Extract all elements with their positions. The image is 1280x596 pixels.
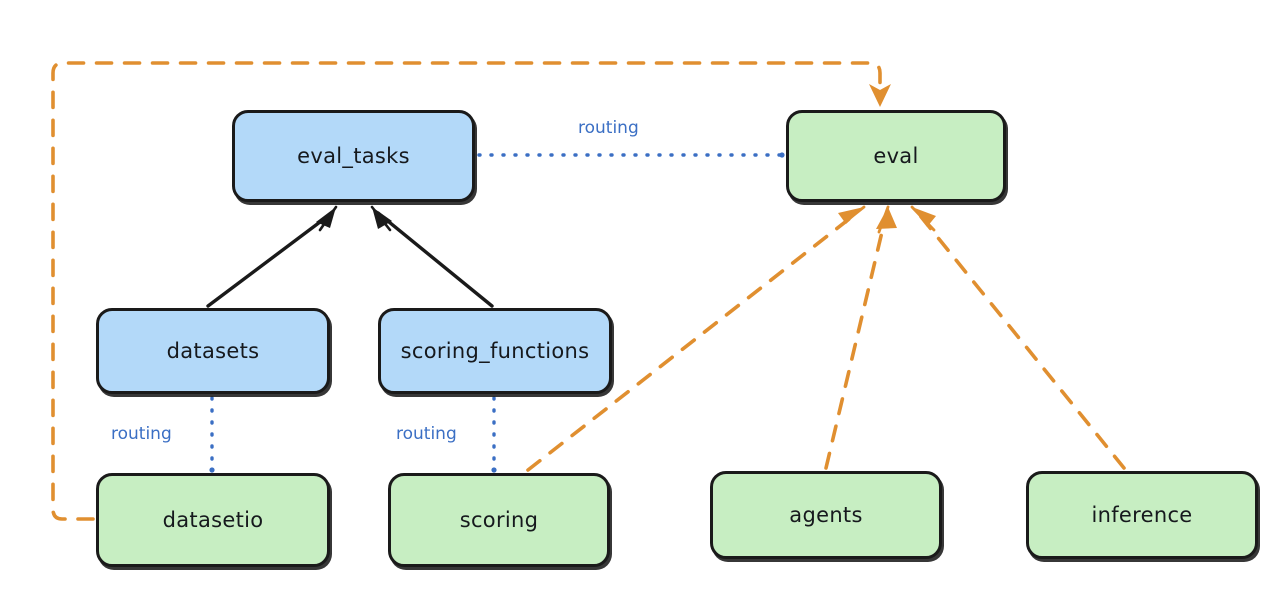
node-label-datasets: datasets [166, 339, 260, 363]
node-label-datasetio: datasetio [162, 508, 264, 532]
edge-label-routing-datasets-to-datasetio: routing [111, 424, 172, 444]
node-label-scoring-functions: scoring_functions [400, 339, 590, 363]
edge-label-routing-eval-tasks-to-eval: routing [578, 118, 639, 138]
edge-datasetio-to-eval [51, 61, 891, 521]
node-datasetio[interactable]: datasetio [96, 473, 330, 567]
edge-label-routing-scoring-functions-to-scoring: routing [396, 424, 457, 444]
node-datasets[interactable]: datasets [96, 308, 330, 394]
node-label-scoring: scoring [459, 508, 539, 532]
edge-scoring-to-eval [526, 205, 866, 472]
node-inference[interactable]: inference [1026, 471, 1258, 559]
node-scoring[interactable]: scoring [388, 473, 610, 567]
edge-inference-to-eval [910, 205, 1126, 470]
node-scoring-functions[interactable]: scoring_functions [378, 308, 612, 394]
edge-datasets-to-eval-tasks [206, 205, 338, 308]
node-label-eval-tasks: eval_tasks [297, 144, 410, 168]
node-label-inference: inference [1091, 503, 1193, 527]
edge-datasets-to-datasetio-routing [209, 396, 215, 473]
node-label-eval: eval [873, 144, 919, 168]
edge-scoring-functions-to-eval-tasks [370, 205, 494, 308]
node-eval[interactable]: eval [786, 110, 1006, 202]
node-label-agents: agents [789, 503, 863, 527]
node-eval-tasks[interactable]: eval_tasks [232, 110, 475, 202]
node-agents[interactable]: agents [710, 471, 942, 559]
edge-scoring-functions-to-scoring-routing [491, 396, 497, 473]
edge-agents-to-eval [824, 205, 897, 470]
edge-eval-tasks-to-eval-routing [477, 152, 785, 158]
